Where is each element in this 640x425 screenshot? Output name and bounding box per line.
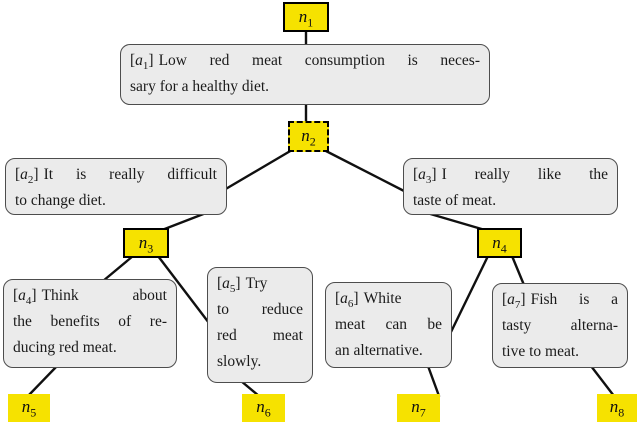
argument-text: Fish is a xyxy=(530,291,618,308)
argument-a3: [a3]I really like the taste of meat. xyxy=(403,158,618,215)
node-subscript: 7 xyxy=(419,405,426,420)
node-n5: n5 xyxy=(8,394,50,422)
argument-line: [a1]Low red meat consumption is neces- xyxy=(130,48,480,74)
node-subscript: 2 xyxy=(309,134,316,149)
edge-a7-n8 xyxy=(589,364,616,398)
edge-n4-a6 xyxy=(448,254,490,336)
argument-line: an alternative. xyxy=(335,342,423,359)
node-label: n xyxy=(21,397,31,416)
argument-line: taste of meat. xyxy=(413,192,497,209)
node-subscript: 4 xyxy=(500,241,507,256)
argument-text: Low red meat consumption is neces- xyxy=(158,52,480,69)
node-n1: n1 xyxy=(283,2,329,32)
node-label: n xyxy=(492,233,501,252)
edge-n3-a4 xyxy=(101,254,135,283)
argument-line: [a5]Try xyxy=(217,271,303,297)
node-n7: n7 xyxy=(397,394,440,422)
node-label: n xyxy=(301,126,310,145)
argument-a4: [a4]Think about the benefits of re- duci… xyxy=(3,279,177,368)
argument-label: [a5] xyxy=(217,275,241,296)
node-n8: n8 xyxy=(597,394,637,422)
edge-a5-n6 xyxy=(239,379,261,398)
node-label: n xyxy=(138,233,148,252)
argument-line: ducing red meat. xyxy=(13,339,117,356)
node-n6: n6 xyxy=(242,394,285,422)
argument-line: [a6]White xyxy=(335,286,442,312)
argument-a6: [a6]White meat can be an alternative. xyxy=(325,282,452,368)
argument-line: to change diet. xyxy=(15,192,106,209)
argument-text: White xyxy=(363,290,402,307)
edge-n2-a3 xyxy=(322,148,408,194)
argument-text: It is really difficult xyxy=(43,166,217,183)
edge-n4-a7 xyxy=(510,254,526,287)
argument-label: [a4] xyxy=(13,287,37,308)
edge-a2-n3 xyxy=(160,211,208,232)
argument-label: [a3] xyxy=(413,166,437,187)
edge-n3-a5 xyxy=(156,254,211,325)
node-label: n xyxy=(298,7,308,26)
node-label: n xyxy=(411,397,420,416)
node-subscript: 5 xyxy=(30,405,37,420)
node-n4: n4 xyxy=(477,228,522,258)
argument-line: to reduce xyxy=(217,301,303,318)
node-subscript: 1 xyxy=(307,15,314,30)
argument-text: I really like the xyxy=(441,166,608,183)
argument-label: [a6] xyxy=(335,290,359,311)
edge-a3-n4 xyxy=(425,211,487,232)
argument-line: tasty alterna- xyxy=(502,317,618,334)
argument-line: tive to meat. xyxy=(502,343,580,360)
argument-label: [a2] xyxy=(15,166,39,187)
argument-label: [a7] xyxy=(502,291,526,312)
argument-a2: [a2]It is really difficult to change die… xyxy=(5,158,227,215)
argument-a7: [a7]Fish is a tasty alterna- tive to mea… xyxy=(492,283,628,368)
node-label: n xyxy=(256,397,265,416)
argument-line: red meat xyxy=(217,327,303,344)
node-subscript: 8 xyxy=(618,405,625,420)
argument-line: [a4]Think about xyxy=(13,283,167,309)
argument-a1: [a1]Low red meat consumption is neces- s… xyxy=(120,44,490,105)
argument-line: slowly. xyxy=(217,353,262,370)
node-n2: n2 xyxy=(288,121,329,152)
argument-text: Think about xyxy=(41,287,167,304)
argument-line: [a3]I really like the xyxy=(413,162,608,188)
argument-line: sary for a healthy diet. xyxy=(130,78,270,95)
argument-line: [a2]It is really difficult xyxy=(15,162,217,188)
node-subscript: 6 xyxy=(264,405,271,420)
argument-line: meat can be xyxy=(335,316,442,333)
argument-a5: [a5]Try to reduce red meat slowly. xyxy=(207,267,313,383)
edge-n2-a2 xyxy=(222,148,294,192)
argument-text: Try xyxy=(245,275,268,292)
argument-line: [a7]Fish is a xyxy=(502,287,618,313)
edge-a6-n7 xyxy=(426,364,441,398)
edge-a4-n5 xyxy=(26,364,59,398)
node-label: n xyxy=(609,397,619,416)
node-n3: n3 xyxy=(123,228,169,258)
argument-line: the benefits of re- xyxy=(13,313,167,330)
argument-label: [a1] xyxy=(130,52,154,73)
node-subscript: 3 xyxy=(147,241,154,256)
